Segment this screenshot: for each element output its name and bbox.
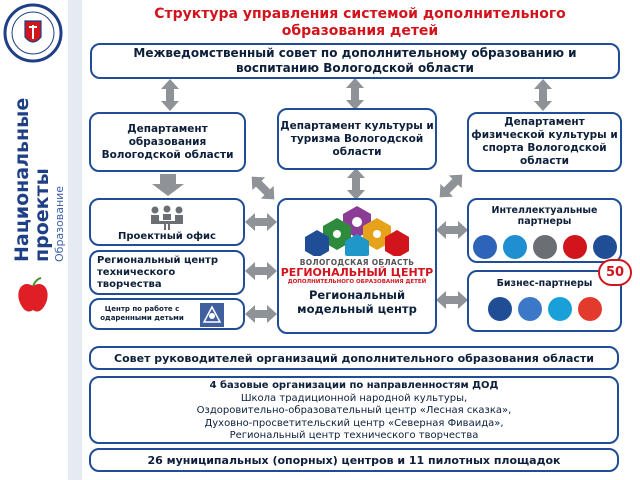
regional-center-logo-main: РЕГИОНАЛЬНЫЙ ЦЕНТР [280,266,434,279]
department-culture: Департамент культуры и туризма Вологодск… [277,108,437,170]
page-title: Структура управления системой дополнител… [154,6,566,39]
gifted-center-logo-icon [200,303,224,327]
arrow-council-culture [346,78,364,110]
partner-logo-icon [502,235,527,259]
severstal-logo-icon [517,297,542,321]
base-organizations: 4 базовые организации по направленностям… [89,376,619,444]
base-organization-item: Оздоровительно-образовательный центр «Ле… [196,405,512,416]
regional-tech-center: Региональный центр технического творчест… [89,250,245,295]
sidebar: Национальные проекты Образование [0,0,70,480]
sidebar-stripe [68,0,82,480]
partner-logo-icon [472,235,497,259]
arrow-gifted-center [245,305,277,323]
project-office-label: Проектный офис [118,231,216,242]
arrow-council-sport [534,79,552,111]
partner-logo-icon [592,235,617,259]
phosagro-logo-icon [487,297,512,321]
base-organizations-title: 4 базовые организации по направленностям… [209,380,499,391]
region-text: ВОЛОГОДСКАЯ ОБЛАСТЬ [299,258,415,267]
sidebar-education: Образование [53,185,66,262]
business-partner-logos [487,297,602,321]
meeting-people-icon [151,205,183,230]
department-sport: Департамент физической культуры и спорта… [467,112,622,172]
sidebar-projects: проекты [31,168,53,262]
intellectual-partner-logos [472,235,617,259]
regional-model-center: ВОЛОГОДСКАЯ ОБЛАСТЬ РЕГИОНАЛЬНЫЙ ЦЕНТР Д… [277,198,437,334]
partners-count-badge: 50 [598,259,632,286]
apple-logo-icon [18,277,48,312]
arrow-rct-center [245,262,277,280]
base-organization-item: Школа традиционной народной культуры, [240,392,468,404]
arrow-office-center [245,213,277,231]
arrow-education-office [152,174,184,196]
arrow-center-business [436,291,468,309]
arrow-culture-center [347,168,365,200]
arrow-education-center [245,170,281,206]
regional-model-center-title: Региональный модельный центр [297,288,417,316]
gifted-children-label: Центр по работе с одаренными детьми [100,305,184,322]
partner-logo-icon [547,297,572,321]
business-partners-label: Бизнес-партнеры [496,278,593,289]
partner-logo-icon [532,235,557,259]
project-office: Проектный офис [89,198,245,246]
arrow-center-intel [436,221,468,239]
business-partners: Бизнес-партнеры [467,270,622,332]
gifted-children-center: Центр по работе с одаренными детьми [89,298,245,330]
department-education: Департамент образования Вологодской обла… [89,112,246,172]
interdepartmental-council: Межведомственный совет по дополнительном… [90,43,620,79]
base-organization-item: Духовно-просветительский центр «Северная… [204,417,504,429]
rostelecom-logo-icon [577,297,602,321]
intellectual-partners: Интеллектуальные партнеры [467,198,622,263]
hexagon-cluster-icon [305,206,409,256]
base-organization-item: Региональный центр технического творчест… [229,430,479,441]
intellectual-partners-label: Интеллектуальные партнеры [491,205,598,227]
partner-logo-icon [562,235,587,259]
arrow-council-education [161,79,179,111]
regional-center-logo-sub: ДОПОЛНИТЕЛЬНОГО ОБРАЗОВАНИЯ ДЕТЕЙ [287,279,427,285]
arrow-sport-center [433,168,469,204]
heads-council: Совет руководителей организаций дополнит… [89,346,619,370]
municipal-centers: 26 муниципальных (опорных) центров и 11 … [89,448,619,472]
national-projects-emblem-icon [3,3,63,63]
sidebar-national: Национальные [11,97,33,262]
